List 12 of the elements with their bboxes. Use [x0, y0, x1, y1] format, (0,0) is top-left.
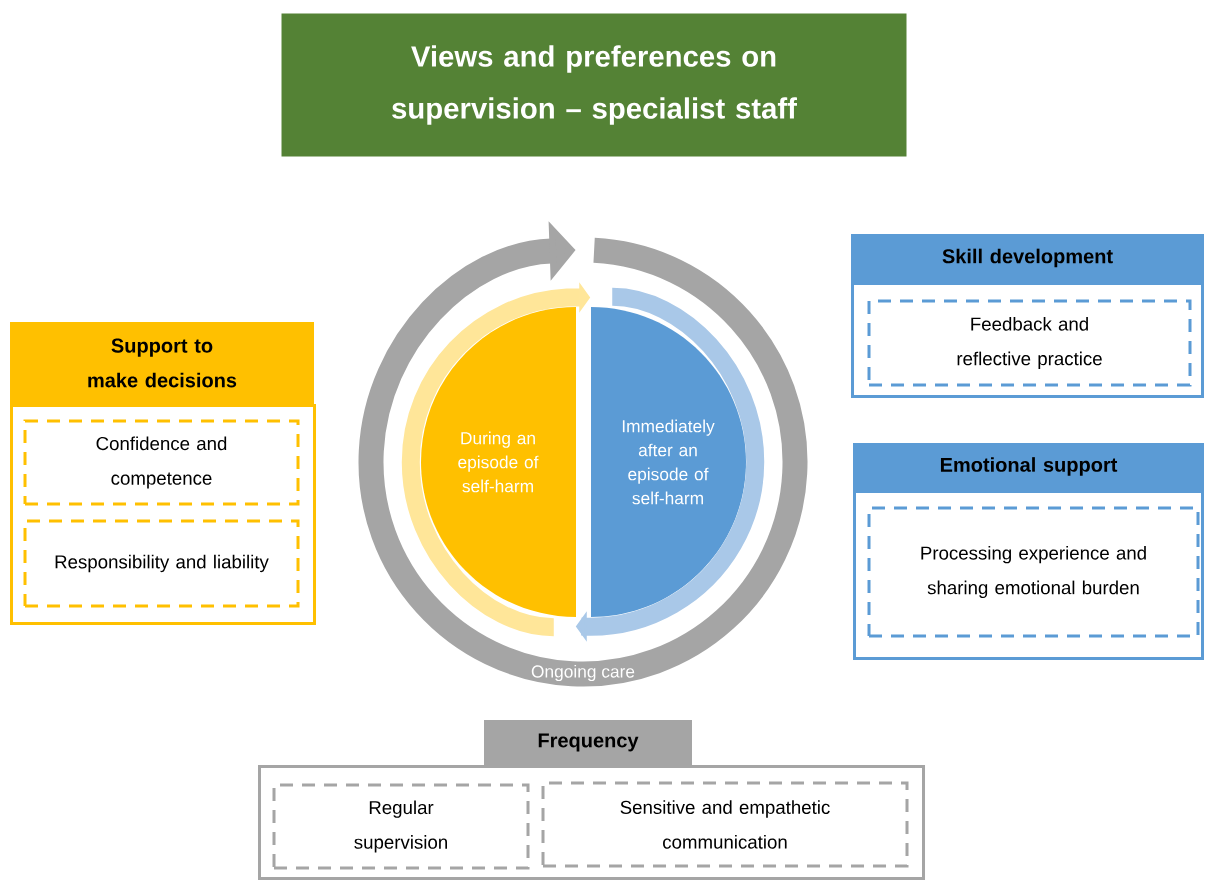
- dashed-box: Feedback and reflective practice: [867, 299, 1192, 387]
- node-label: Skill development: [942, 248, 1113, 268]
- dashed-box: Sensitive and empathetic communication: [541, 781, 909, 868]
- dashed-box: Confidence and competence: [23, 419, 300, 506]
- ring-label: Ongoing care: [531, 664, 635, 682]
- dashed-box: Responsibility and liability: [23, 519, 300, 608]
- title-banner: Views and preferences on supervision – specialist staff: [281, 13, 907, 157]
- dashed-box: Processing experience and sharing emotional burden: [867, 506, 1200, 638]
- node-label: Support to make decisions: [88, 338, 237, 388]
- dashed-box: Regular supervision: [272, 783, 530, 870]
- node-label: Emotional support: [940, 457, 1118, 476]
- node-label: Frequency: [538, 733, 639, 752]
